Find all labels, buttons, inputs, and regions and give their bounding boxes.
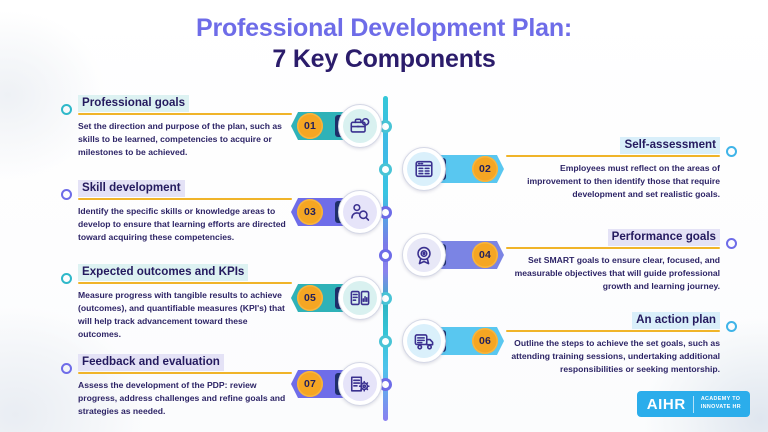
- step-badge-07: 07: [291, 362, 405, 406]
- step-number-04: 04: [472, 242, 498, 268]
- skill-search-icon: [349, 201, 371, 223]
- title-line-2: 7 Key Components: [272, 45, 496, 73]
- step-description-06: Outline the steps to achieve the set goa…: [511, 337, 720, 374]
- step-description-04: Set SMART goals to ensure clear, focused…: [514, 254, 720, 291]
- step-heading-01: Professional goals: [78, 94, 190, 112]
- step-number-05: 05: [297, 285, 323, 311]
- step-rule-01: [78, 112, 292, 115]
- step-description-03: Identify the specific skills or knowledg…: [78, 205, 286, 242]
- step-icon-ring-04: [402, 233, 446, 277]
- step-icon-halo-05: [343, 281, 377, 315]
- step-number-02: 02: [472, 156, 498, 182]
- step-icon-ring-06: [402, 319, 446, 363]
- step-badge-03: 03: [291, 190, 405, 234]
- step-marker-06-icon: [726, 321, 737, 332]
- step-icon-ring-05: [338, 276, 382, 320]
- timeline-node-02: [379, 163, 392, 176]
- step-badge-02: 02: [396, 147, 510, 191]
- step-icon-ring-03: [338, 190, 382, 234]
- step-number-01: 01: [297, 113, 323, 139]
- kpi-chart-icon: [349, 287, 371, 309]
- title-line-1: Professional Development Plan:: [195, 14, 573, 42]
- logo-wordmark: AIHR: [646, 395, 686, 413]
- step-number-07: 07: [297, 371, 323, 397]
- action-plan-icon: [413, 330, 435, 352]
- aihr-logo: AIHR ACADEMY TO INNOVATE HR: [636, 391, 750, 417]
- step-marker-04-icon: [726, 238, 737, 249]
- step-description-05: Measure progress with tangible results t…: [78, 289, 285, 339]
- step-number-06: 06: [472, 328, 498, 354]
- step-rule-07: [78, 371, 292, 374]
- step-marker-02-icon: [726, 146, 737, 157]
- step-icon-halo-07: [343, 367, 377, 401]
- timeline-node-04: [379, 249, 392, 262]
- step-badge-01: 01: [291, 104, 405, 148]
- step-rule-02: [506, 154, 720, 157]
- step-description-07: Assess the development of the PDP: revie…: [78, 379, 286, 416]
- step-badge-04: 04: [396, 233, 510, 277]
- step-heading-05: Expected outcomes and KPIs: [78, 263, 249, 281]
- feedback-gear-icon: [349, 373, 371, 395]
- logo-divider: [692, 395, 694, 413]
- step-icon-ring-07: [338, 362, 382, 406]
- step-rule-06: [506, 329, 720, 332]
- step-rule-03: [78, 197, 292, 200]
- briefcase-icon: [349, 115, 371, 137]
- step-icon-ring-01: [338, 104, 382, 148]
- step-heading-04: Performance goals: [607, 228, 720, 246]
- step-badge-05: 05: [291, 276, 405, 320]
- page-title: Professional Development Plan: 7 Key Com…: [0, 14, 768, 75]
- step-heading-02: Self-assessment: [620, 136, 720, 154]
- step-number-03: 03: [297, 199, 323, 225]
- target-badge-icon: [413, 244, 435, 266]
- step-heading-07: Feedback and evaluation: [78, 353, 224, 371]
- logo-tagline: ACADEMY TO INNOVATE HR: [701, 396, 741, 412]
- step-icon-halo-02: [407, 152, 441, 186]
- step-marker-03-icon: [61, 189, 72, 200]
- step-rule-05: [78, 281, 292, 284]
- step-marker-01-icon: [61, 104, 72, 115]
- step-description-02: Employees must reflect on the areas of i…: [527, 162, 720, 199]
- logo-tagline-line-1: ACADEMY TO: [700, 396, 741, 403]
- step-icon-ring-02: [402, 147, 446, 191]
- step-heading-06: An action plan: [632, 311, 720, 329]
- step-rule-04: [506, 246, 720, 249]
- step-heading-03: Skill development: [78, 179, 185, 197]
- timeline-node-06: [379, 335, 392, 348]
- step-marker-07-icon: [61, 363, 72, 374]
- step-badge-06: 06: [396, 319, 510, 363]
- step-description-01: Set the direction and purpose of the pla…: [78, 120, 282, 157]
- logo-tagline-line-2: INNOVATE HR: [700, 404, 741, 410]
- step-marker-05-icon: [61, 273, 72, 284]
- clipboard-checklist-icon: [413, 158, 435, 180]
